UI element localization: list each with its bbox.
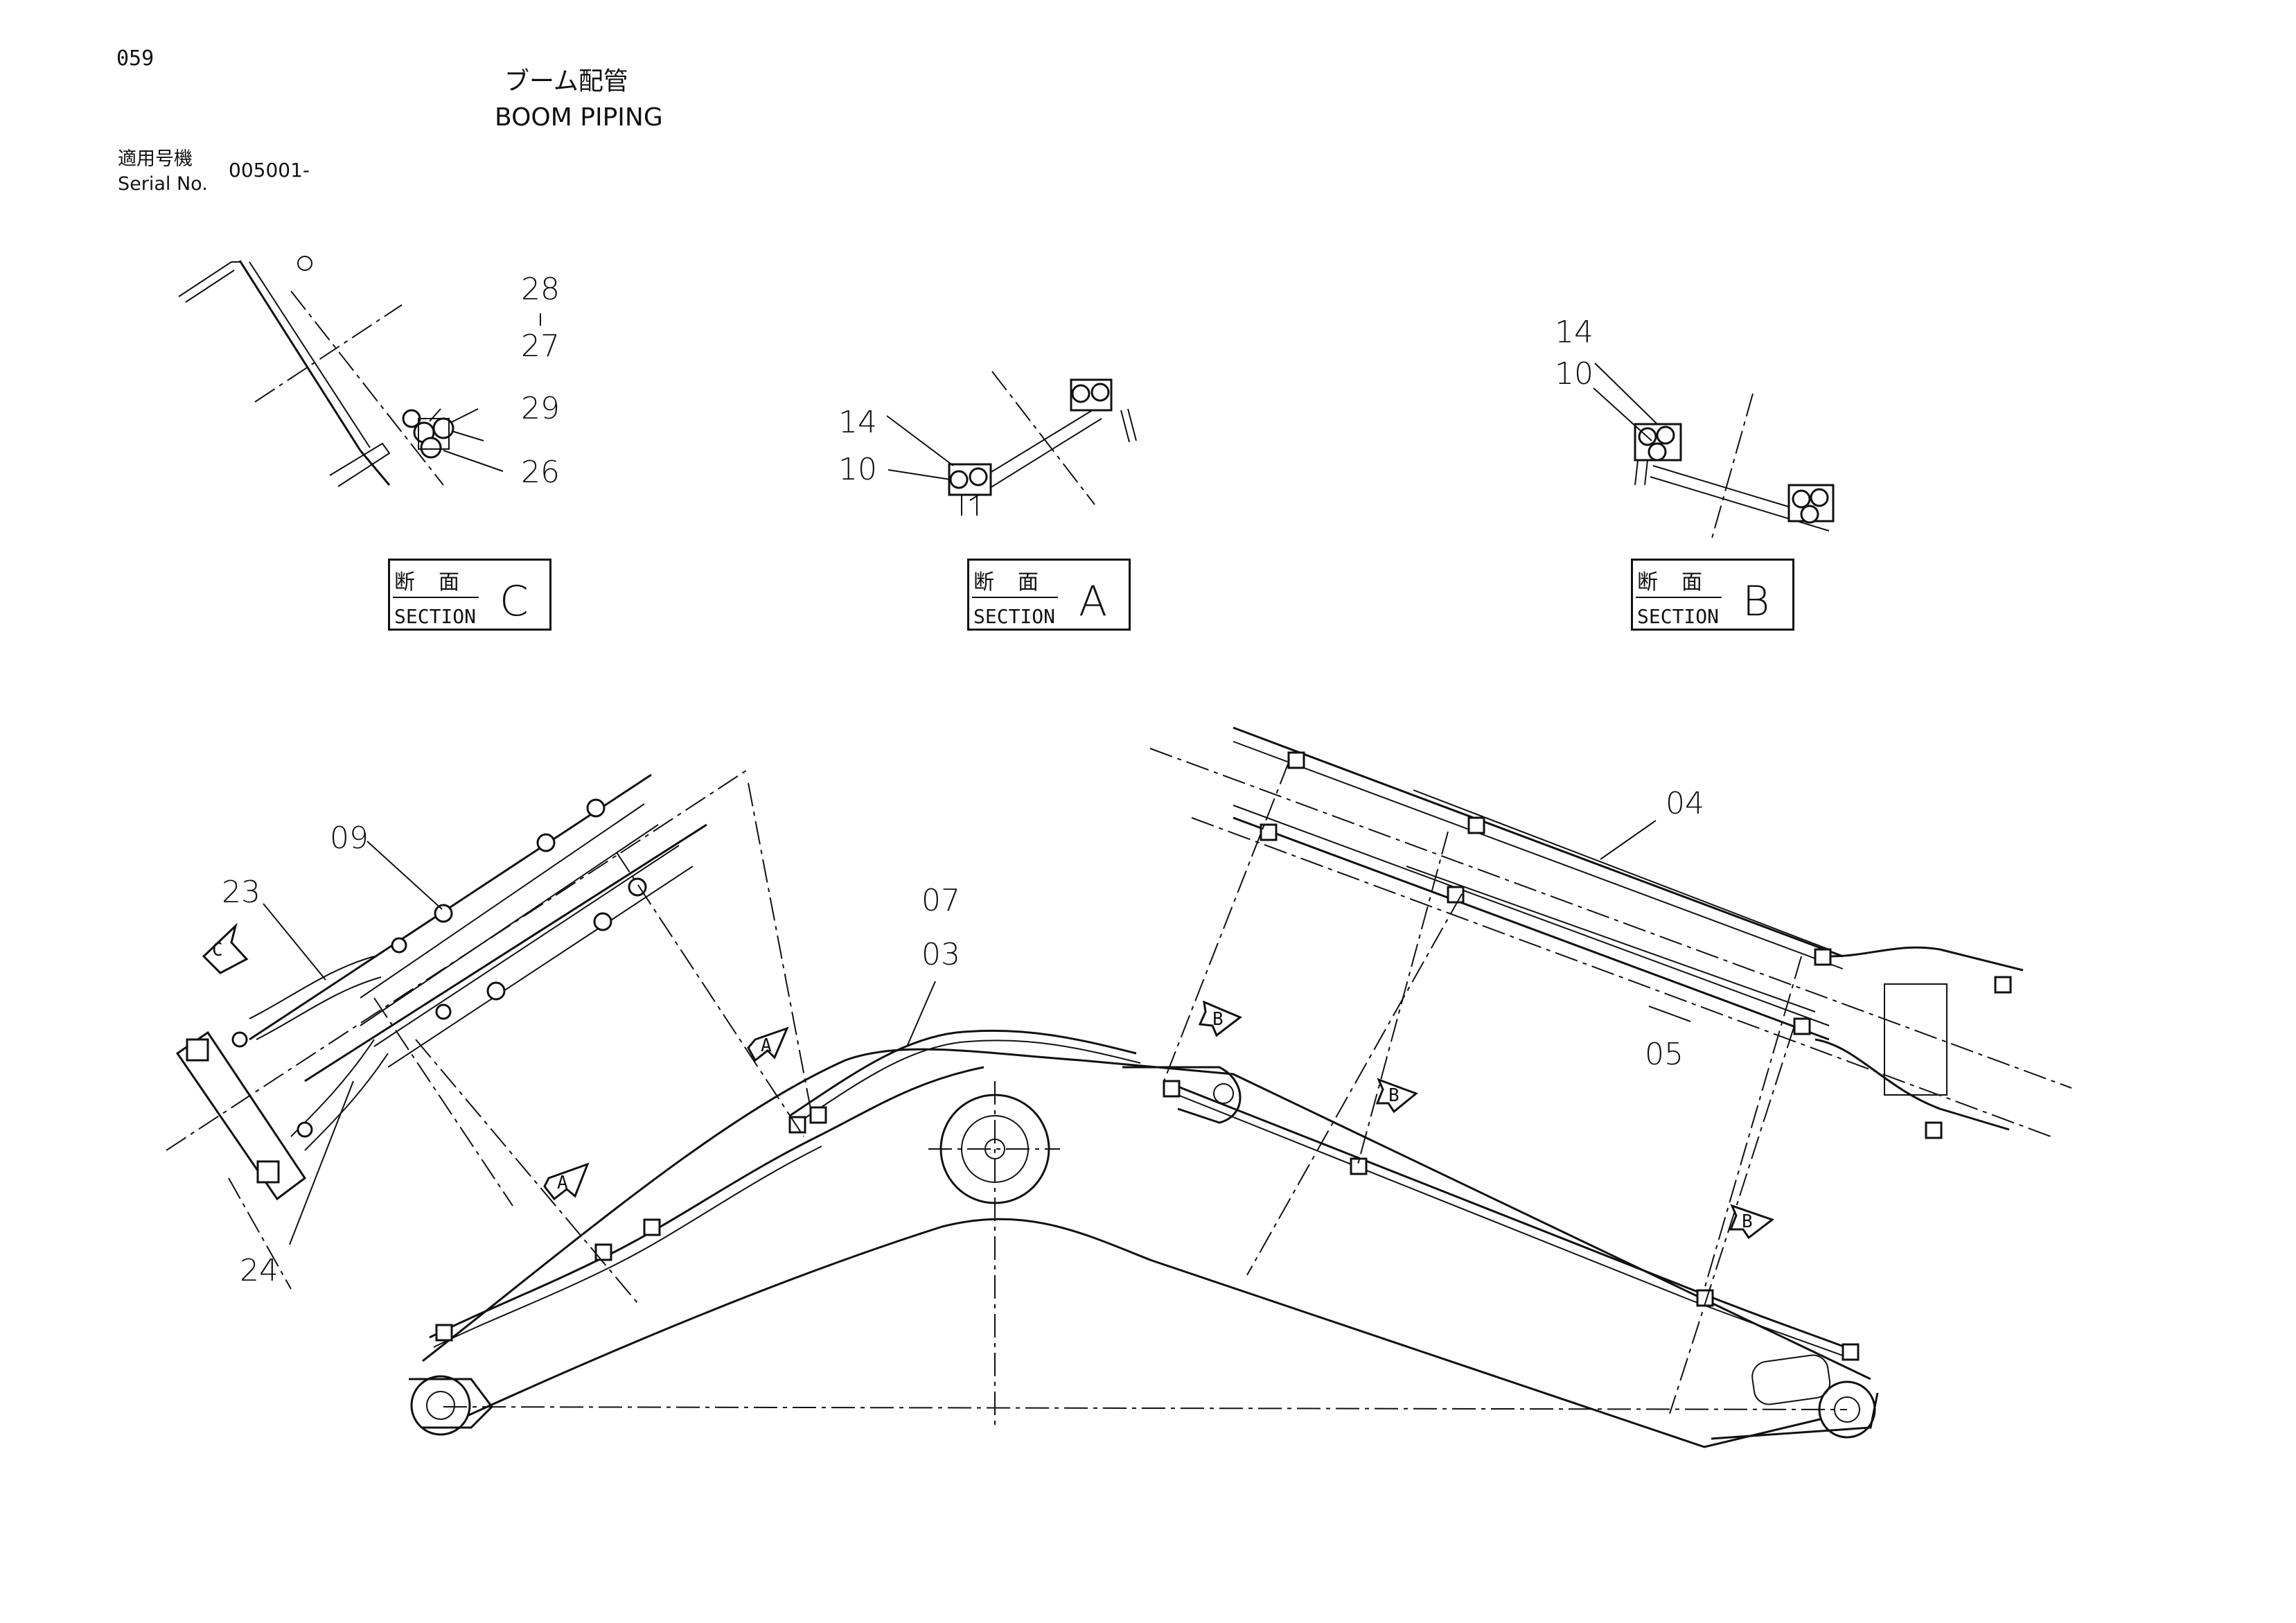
view-marker-b-3: B xyxy=(1742,1211,1753,1232)
serial-number-value: 005001- xyxy=(229,159,310,182)
section-c-label-jp: 断面 xyxy=(394,570,483,595)
section-a-box: 断面 SECTION A xyxy=(967,559,1131,631)
section-a-divider xyxy=(972,597,1058,598)
section-b-box: 断面 SECTION B xyxy=(1631,559,1794,631)
callout-b-14: 14 xyxy=(1555,315,1593,350)
callout-29: 29 xyxy=(521,391,560,426)
boom-assembly xyxy=(166,726,2072,1448)
section-a-label-jp: 断面 xyxy=(973,570,1062,595)
section-b-letter: B xyxy=(1742,577,1770,626)
section-c-box: 断面 SECTION C xyxy=(388,559,551,631)
callout-03: 03 xyxy=(921,937,960,972)
serial-label-japanese: 適用号機 xyxy=(118,148,193,170)
section-c-label-en: SECTION xyxy=(394,605,477,628)
callout-27: 27 xyxy=(521,328,560,364)
callout-04: 04 xyxy=(1666,786,1704,821)
callout-09: 09 xyxy=(330,821,369,856)
serial-label-english: Serial No. xyxy=(118,173,208,195)
section-c-letter: C xyxy=(500,577,529,626)
title-japanese: ブーム配管 xyxy=(504,67,628,96)
section-b-divider xyxy=(1636,597,1722,598)
section-a-label-en: SECTION xyxy=(973,605,1056,628)
view-marker-b-2: B xyxy=(1388,1085,1399,1106)
callout-b-10: 10 xyxy=(1555,356,1593,392)
callout-24: 24 xyxy=(240,1253,279,1288)
callout-07: 07 xyxy=(921,883,960,918)
section-b-detail xyxy=(1593,362,1835,541)
section-b-label-jp: 断面 xyxy=(1637,570,1726,595)
section-a-letter: A xyxy=(1079,577,1108,626)
section-a-detail xyxy=(886,371,1137,516)
title-english: BOOM PIPING xyxy=(495,103,663,132)
section-c-detail xyxy=(178,256,541,487)
view-marker-c: C xyxy=(212,940,223,960)
page-number: 059 xyxy=(116,46,154,71)
view-marker-a-lower: A xyxy=(557,1173,568,1193)
section-b-label-en: SECTION xyxy=(1637,605,1720,628)
view-marker-b-1: B xyxy=(1212,1009,1224,1030)
callout-26: 26 xyxy=(521,455,560,490)
callout-a-14: 14 xyxy=(838,405,877,440)
callout-05: 05 xyxy=(1645,1037,1684,1072)
callout-28: 28 xyxy=(521,272,560,307)
callout-leaders xyxy=(263,820,1691,1245)
section-c-divider xyxy=(393,597,479,598)
callout-a-10: 10 xyxy=(838,452,877,487)
callout-23: 23 xyxy=(222,875,260,910)
view-arrows xyxy=(202,922,1775,1240)
view-marker-a-upper: A xyxy=(761,1035,772,1056)
